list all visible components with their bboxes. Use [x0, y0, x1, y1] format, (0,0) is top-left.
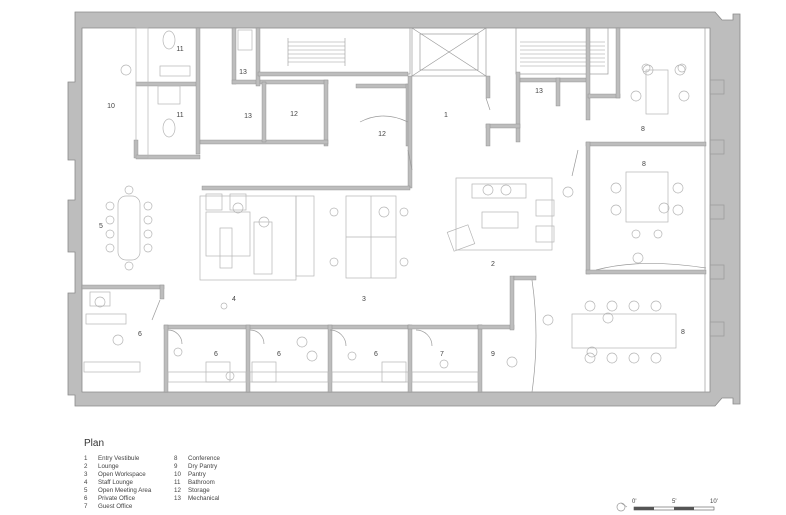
exterior-wall	[67, 11, 741, 407]
room-label-11a: 11	[176, 46, 183, 53]
legend-name: Private Office	[98, 495, 136, 502]
legend-name: Pantry	[188, 471, 207, 478]
scale-label-5: 5'	[672, 499, 676, 505]
room-label-6c: 6	[277, 351, 281, 358]
room-label-7: 7	[440, 351, 444, 358]
legend-name: Storage	[188, 487, 210, 494]
legend-num: 12	[174, 487, 181, 494]
legend: Plan 1 Entry Vestibule 2 Lounge 3 Open W…	[84, 438, 221, 510]
room-label-6b: 6	[214, 351, 218, 358]
legend-name: Dry Pantry	[188, 463, 218, 470]
legend-num: 10	[174, 471, 181, 478]
legend-num: 11	[174, 479, 181, 486]
legend-num: 8	[174, 455, 178, 462]
furniture	[83, 27, 690, 383]
room-label-12a: 12	[290, 111, 298, 118]
room-label-2: 2	[491, 261, 495, 268]
stair-core-right	[515, 27, 609, 75]
room-label-4: 4	[232, 296, 236, 303]
legend-num: 7	[84, 503, 88, 510]
legend-name: Open Workspace	[98, 471, 146, 478]
room-label-9: 9	[491, 351, 495, 358]
scale-bar: 0' 5' 10'	[632, 499, 718, 511]
legend-num: 1	[84, 455, 88, 462]
room-label-6a: 6	[138, 331, 142, 338]
legend-name: Entry Vestibule	[98, 455, 140, 462]
room-labels: 1 2 3 4 5 6 6 6 6 7 8 8 8 9 10 11 11 12 …	[99, 46, 685, 358]
legend-name: Bathroom	[188, 479, 215, 486]
room-label-8b: 8	[642, 161, 646, 168]
legend-name: Guest Office	[98, 503, 133, 510]
legend-num: 4	[84, 479, 88, 486]
legend-col-2: 8 Conference 9 Dry Pantry 10 Pantry 11 B…	[174, 455, 221, 502]
room-label-11b: 11	[176, 112, 183, 119]
legend-num: 6	[84, 495, 88, 502]
room-label-8a: 8	[641, 126, 645, 133]
interior-walls	[81, 27, 707, 393]
stair-core-left	[257, 27, 411, 75]
door-swings	[151, 97, 707, 393]
legend-name: Lounge	[98, 463, 119, 470]
room-label-8c: 8	[681, 329, 685, 336]
legend-name: Staff Lounge	[98, 479, 134, 486]
scale-label-10: 10'	[710, 499, 718, 505]
room-label-5: 5	[99, 223, 103, 230]
room-label-13a: 13	[239, 69, 247, 76]
legend-num: 9	[174, 463, 178, 470]
room-label-6d: 6	[374, 351, 378, 358]
legend-name: Conference	[188, 455, 221, 462]
room-label-12b: 12	[378, 131, 386, 138]
scale-label-0: 0'	[632, 499, 636, 505]
legend-title: Plan	[84, 438, 104, 449]
elevator-shaft	[411, 27, 487, 77]
window-bays	[704, 28, 725, 392]
legend-num: 5	[84, 487, 88, 494]
legend-num: 3	[84, 471, 88, 478]
north-arrow	[616, 502, 628, 512]
legend-name: Mechanical	[188, 495, 219, 502]
room-label-10: 10	[107, 103, 115, 110]
room-label-3: 3	[362, 296, 366, 303]
room-label-13b: 13	[244, 113, 252, 120]
legend-num: 13	[174, 495, 181, 502]
legend-num: 2	[84, 463, 88, 470]
room-label-13c: 13	[535, 88, 543, 95]
legend-name: Open Meeting Area	[98, 487, 152, 494]
room-label-1: 1	[444, 112, 448, 119]
legend-col-1: 1 Entry Vestibule 2 Lounge 3 Open Worksp…	[84, 455, 152, 510]
